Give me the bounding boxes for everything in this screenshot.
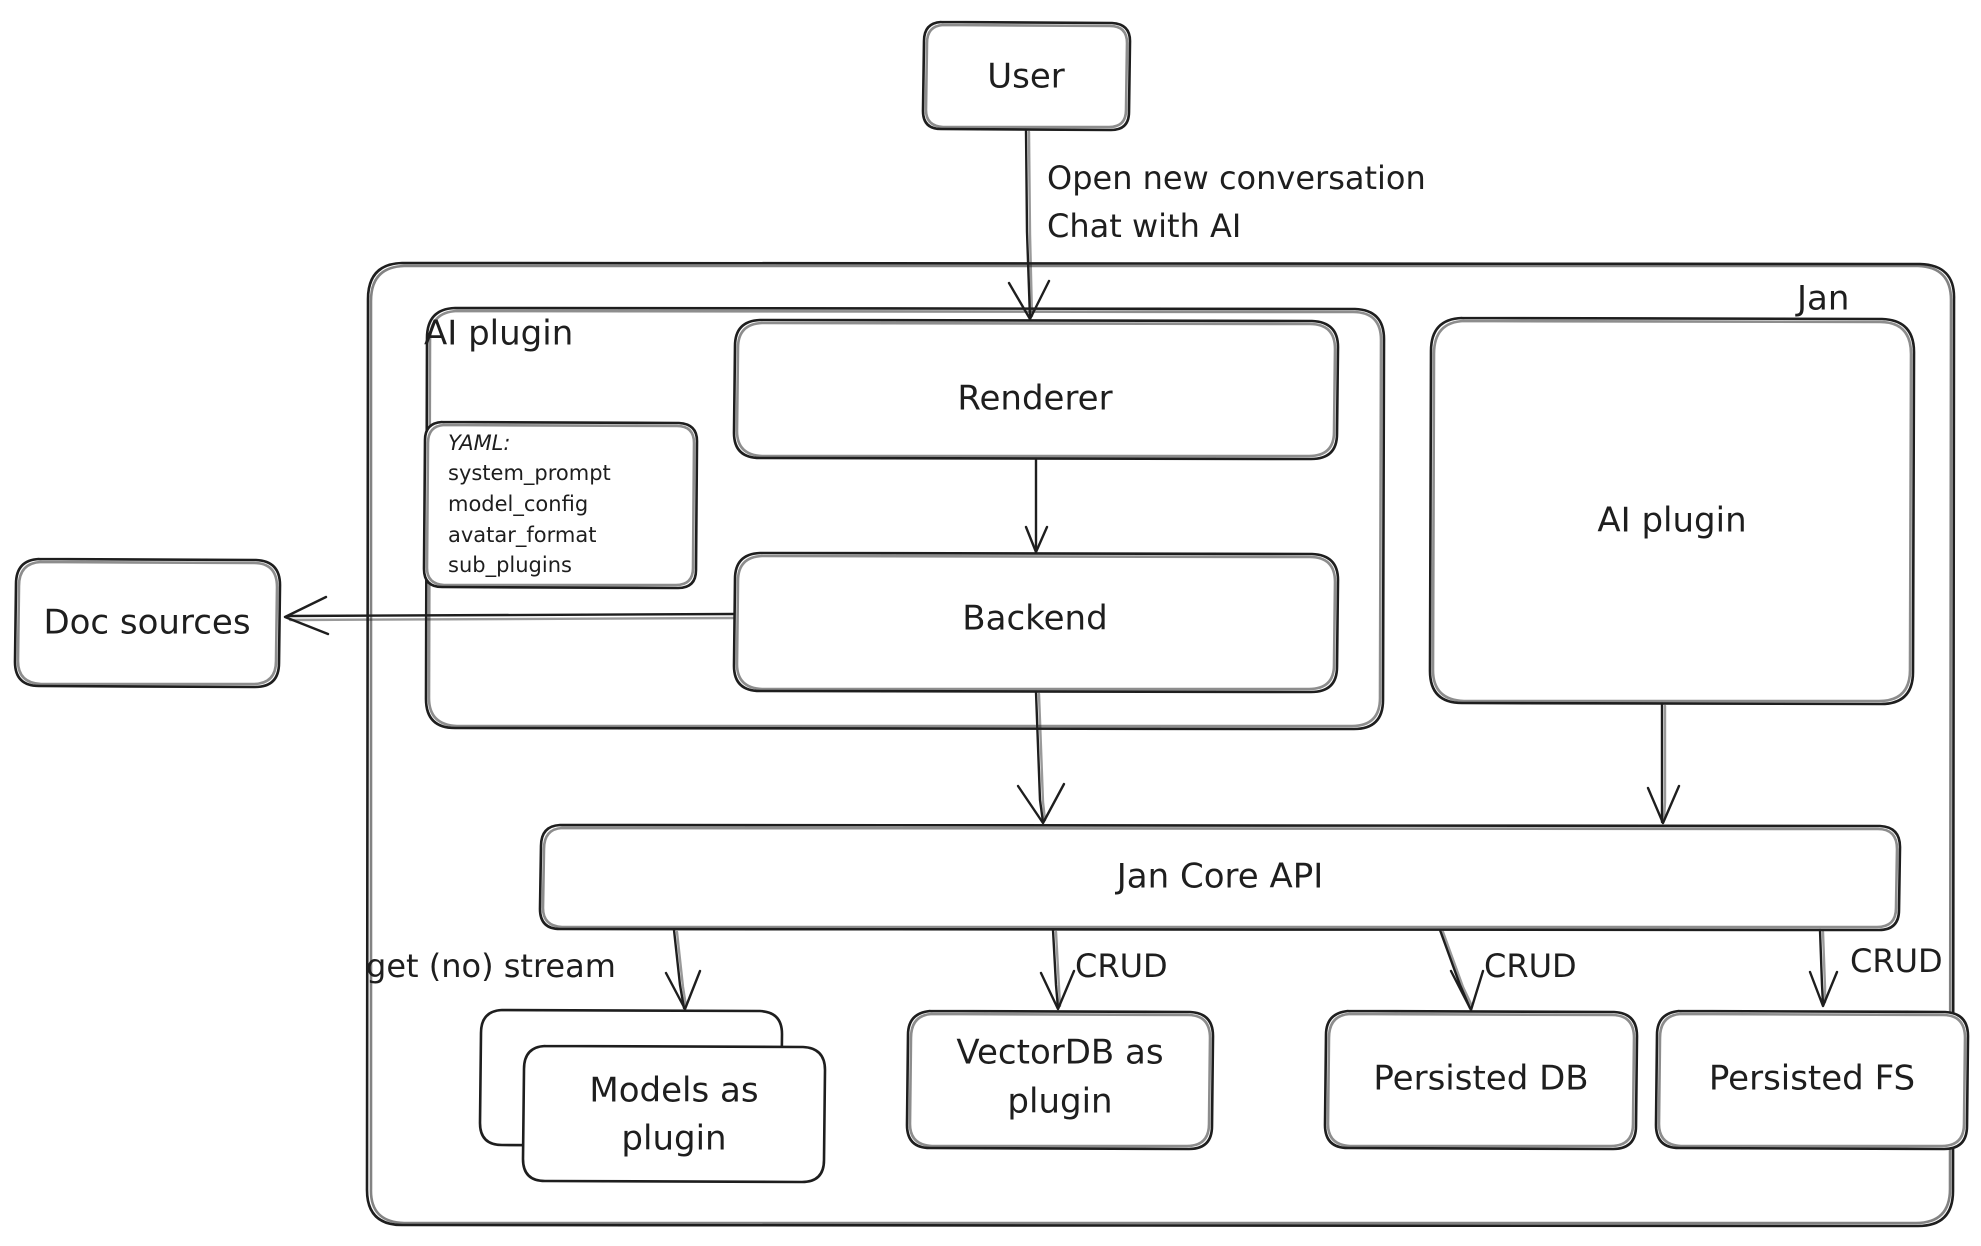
edge-label-chat-with-ai: Chat with AI — [1047, 207, 1241, 245]
node-doc-sources-label: Doc sources — [43, 603, 250, 643]
node-renderer-label: Renderer — [957, 379, 1112, 419]
node-jan-core-api[interactable]: Jan Core API — [538, 823, 1902, 932]
node-doc-sources[interactable]: Doc sources — [13, 557, 282, 689]
node-persisted-fs[interactable]: Persisted FS — [1654, 1009, 1970, 1151]
node-models-as-plugin-line2: plugin — [621, 1119, 726, 1159]
node-yaml-config[interactable]: YAML: system_prompt model_config avatar_… — [422, 420, 699, 590]
node-ai-plugin-right[interactable]: AI plugin — [1428, 316, 1916, 706]
edge-label-crud-persisted-fs: CRUD — [1850, 942, 1943, 980]
yaml-item-1: model_config — [448, 492, 588, 517]
node-ai-plugin-right-label: AI plugin — [1597, 501, 1746, 541]
node-user-label: User — [987, 57, 1065, 97]
container-jan: Jan — [365, 261, 1956, 1228]
edge-renderer-to-backend — [1024, 457, 1049, 554]
edge-label-open-new-conversation: Open new conversation — [1047, 159, 1426, 197]
container-jan-label: Jan — [1795, 279, 1849, 319]
node-persisted-db[interactable]: Persisted DB — [1323, 1009, 1639, 1151]
node-persisted-fs-label: Persisted FS — [1709, 1059, 1915, 1099]
container-ai-plugin-label: AI plugin — [424, 314, 573, 354]
node-renderer[interactable]: Renderer — [732, 318, 1340, 461]
node-jan-core-api-label: Jan Core API — [1115, 857, 1324, 897]
yaml-header: YAML: — [448, 431, 510, 455]
node-models-as-plugin[interactable]: Models as plugin — [478, 1008, 827, 1184]
edge-user-to-renderer: Open new conversation Chat with AI — [1007, 128, 1426, 321]
edge-core-api-to-persisted-db: CRUD — [1438, 928, 1577, 1012]
node-persisted-db-label: Persisted DB — [1373, 1059, 1588, 1099]
edge-ai-plugin-to-core-api — [1646, 702, 1681, 825]
node-vectordb-as-plugin-line2: plugin — [1007, 1082, 1112, 1122]
yaml-item-3: sub_plugins — [448, 553, 572, 578]
yaml-item-2: avatar_format — [448, 523, 596, 548]
edge-label-crud-persisted-db: CRUD — [1484, 947, 1577, 985]
edge-label-get-no-stream: get (no) stream — [366, 947, 616, 985]
edge-core-api-to-models: get (no) stream — [366, 928, 702, 1011]
yaml-item-0: system_prompt — [448, 461, 611, 486]
node-vectordb-as-plugin-line1: VectorDB as — [956, 1033, 1163, 1073]
edge-core-api-to-persisted-fs: CRUD — [1808, 928, 1943, 1008]
node-backend[interactable]: Backend — [732, 551, 1340, 694]
edge-backend-to-core-api — [1016, 690, 1066, 825]
node-backend-label: Backend — [962, 599, 1107, 639]
edge-core-api-to-vectordb: CRUD — [1039, 928, 1168, 1011]
node-vectordb-as-plugin[interactable]: VectorDB as plugin — [905, 1009, 1215, 1151]
node-models-as-plugin-line1: Models as — [589, 1071, 758, 1111]
container-ai-plugin: AI plugin — [424, 306, 1386, 731]
edge-backend-to-doc-sources — [283, 595, 736, 636]
node-user[interactable]: User — [921, 20, 1132, 132]
edge-label-crud-vectordb: CRUD — [1075, 947, 1168, 985]
